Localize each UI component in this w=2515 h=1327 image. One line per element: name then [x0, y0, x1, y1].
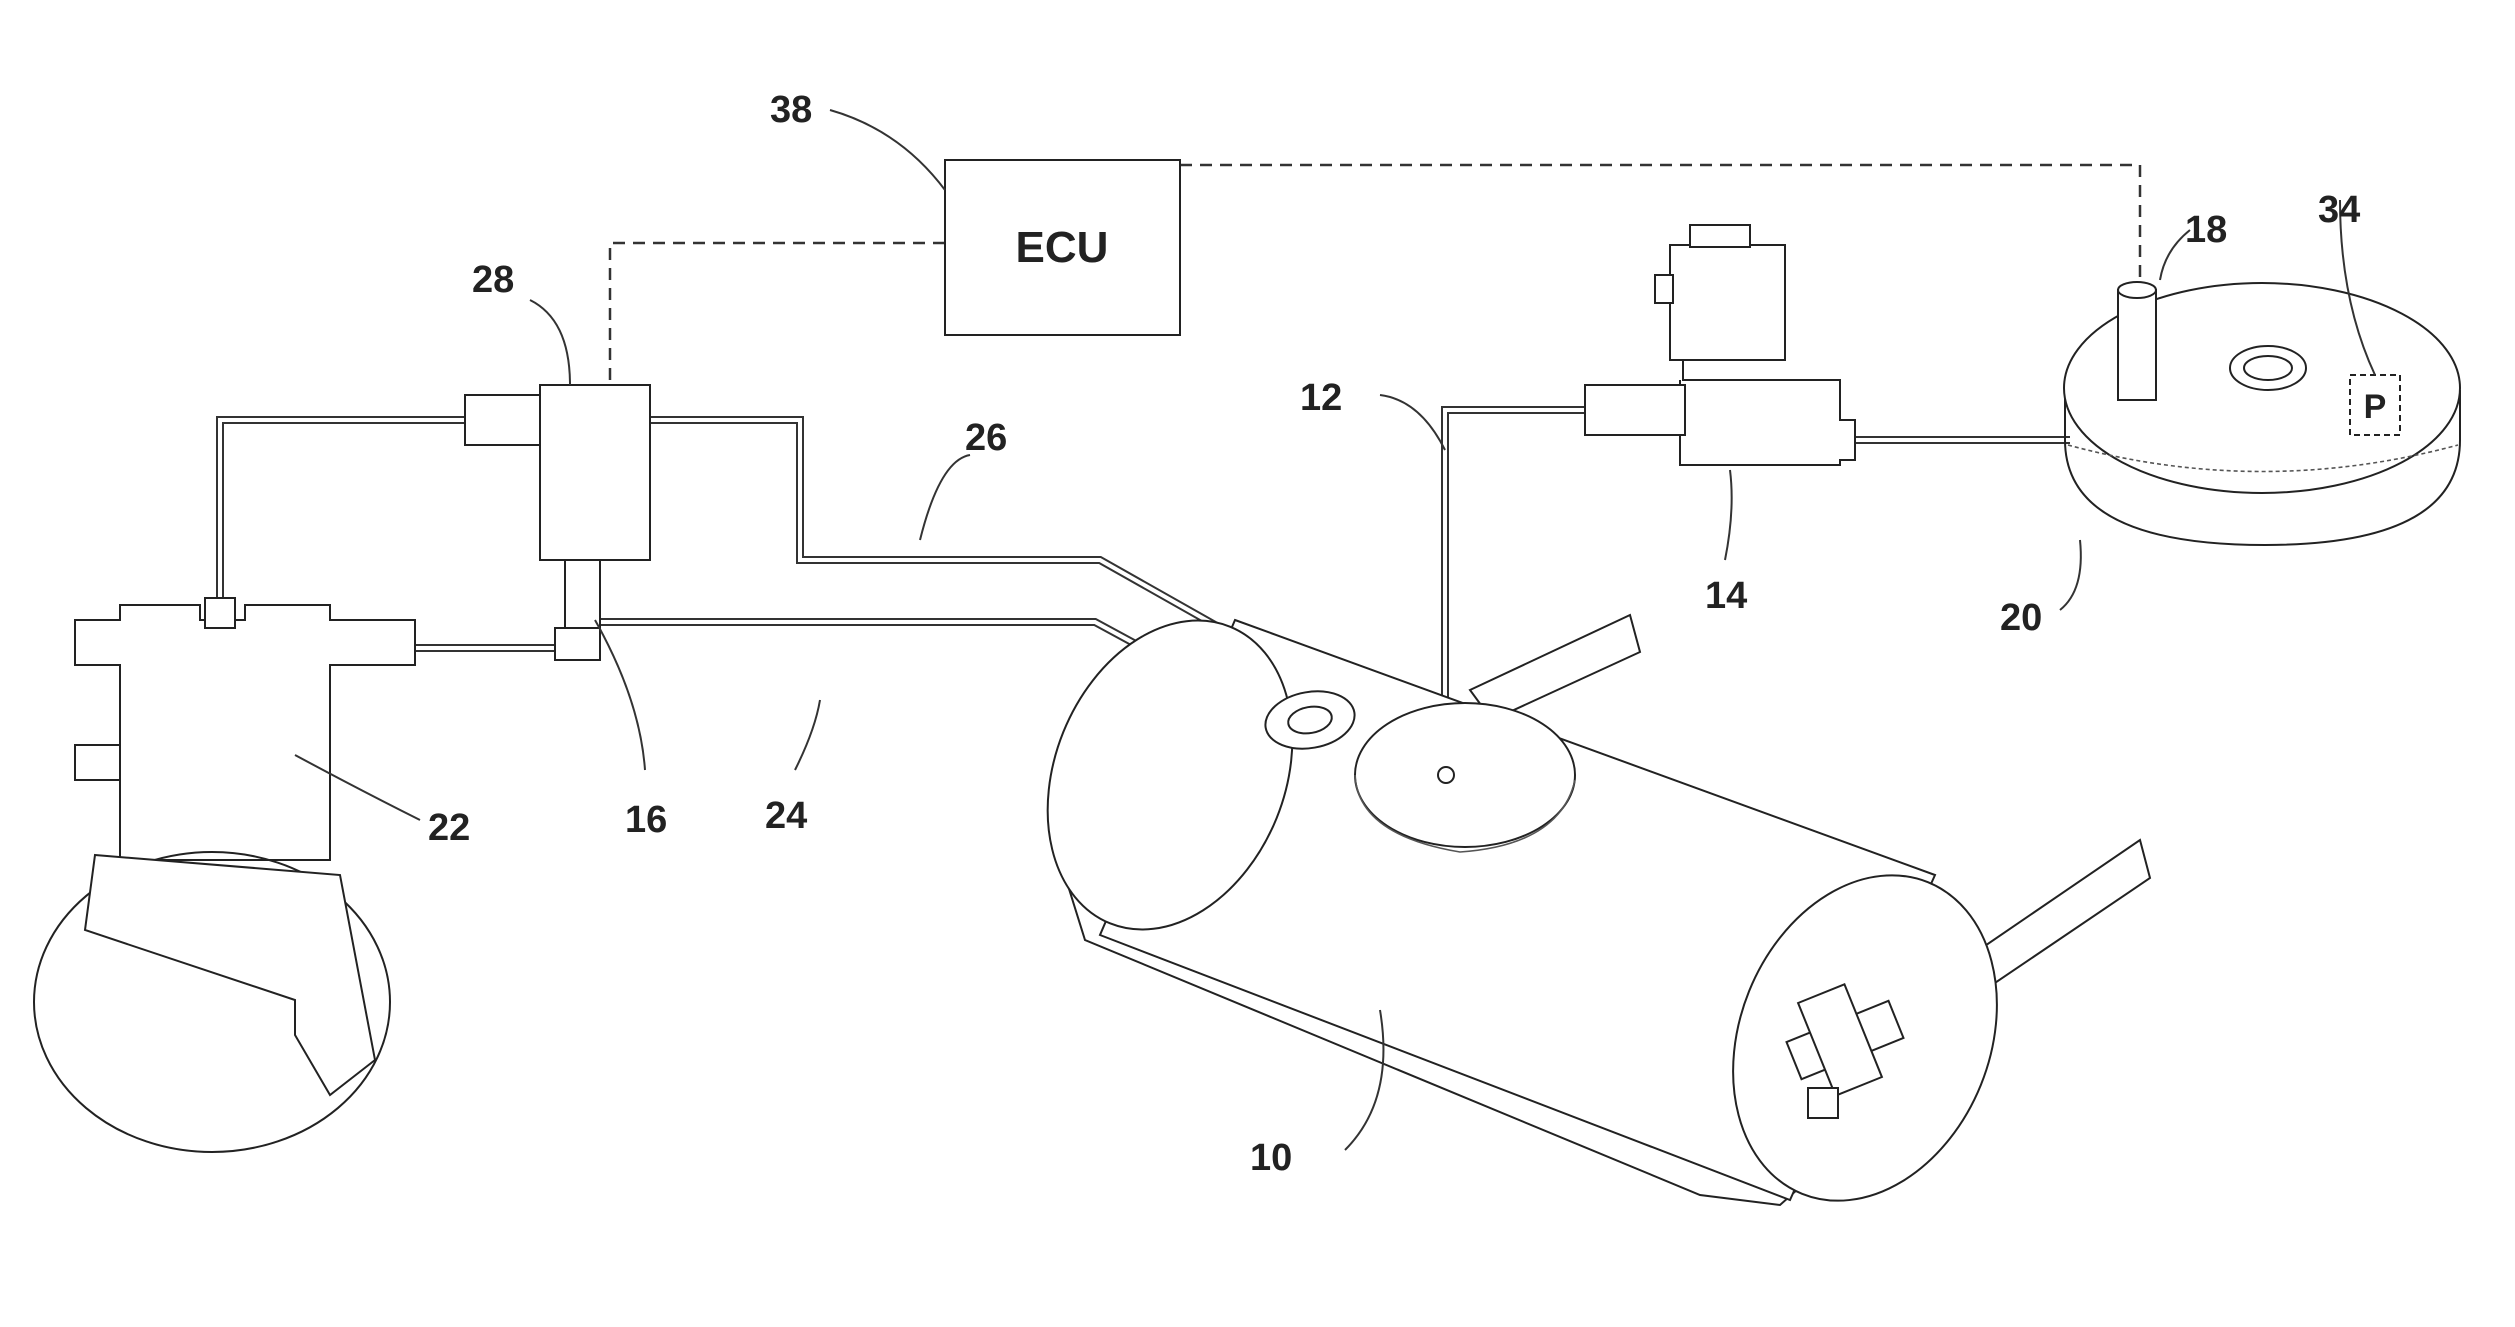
- ref-16: 16: [625, 799, 667, 841]
- ref-22: 22: [428, 807, 470, 849]
- ref-14: 14: [1705, 575, 1747, 617]
- ref-18: 18: [2185, 209, 2227, 251]
- pressure-sensor-text: P: [2364, 388, 2387, 426]
- ref-38: 38: [770, 89, 812, 131]
- ecu-text: ECU: [1016, 223, 1109, 272]
- ref-20: 20: [2000, 597, 2042, 639]
- solenoid-valve-14: [1585, 225, 1855, 465]
- ref-10: 10: [1250, 1137, 1292, 1179]
- ref-26: 26: [965, 417, 1007, 459]
- ref-12: 12: [1300, 377, 1342, 419]
- engine-22: [34, 598, 415, 1152]
- tank-20: P: [2064, 282, 2460, 545]
- ecu-box: ECU: [945, 160, 1180, 335]
- ref-34: 34: [2318, 189, 2360, 231]
- main-tank-10: [1003, 584, 2150, 1241]
- ref-28: 28: [472, 259, 514, 301]
- ref-24: 24: [765, 795, 807, 837]
- ecu-signal-lines: [610, 165, 2140, 385]
